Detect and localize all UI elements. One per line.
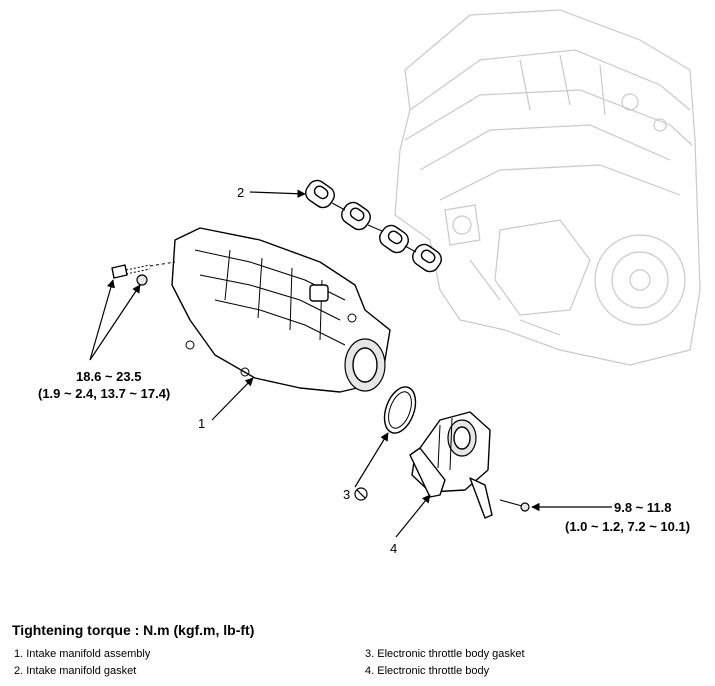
callout-3: 3 [343,487,350,502]
leader-lines [89,189,612,538]
callout-1: 1 [198,416,205,431]
legend-item-1: 1. Intake manifold assembly [14,648,151,660]
exploded-view-diagram: 1 2 3 4 18.6 ~ 23.5 (1.9 ~ 2.4, 13.7 ~ 1… [38,9,701,556]
torque-caption: Tightening torque : N.m (kgf.m, lb-ft) [12,622,255,638]
throttle-body-gasket [383,386,417,434]
prohibition-circle-icon [354,487,368,501]
torque-throttle-line2: (1.0 ~ 1.2, 7.2 ~ 10.1) [565,519,690,534]
callout-2: 2 [237,185,244,200]
intake-manifold-assembly [171,227,391,393]
engine-block-outline [394,9,701,366]
legend-item-4: 4. Electronic throttle body [365,665,490,677]
intake-manifold-gasket [305,179,442,273]
torque-manifold-line2: (1.9 ~ 2.4, 13.7 ~ 17.4) [38,386,170,401]
legend-item-3: 3. Electronic throttle body gasket [365,648,525,660]
callout-4: 4 [390,541,397,556]
manifold-bolts [111,261,176,286]
electronic-throttle-body [409,411,493,519]
torque-throttle-line1: 9.8 ~ 11.8 [614,500,671,515]
throttle-body-bolt [499,499,530,512]
legend-item-2: 2. Intake manifold gasket [14,665,137,677]
torque-manifold-line1: 18.6 ~ 23.5 [76,369,141,384]
